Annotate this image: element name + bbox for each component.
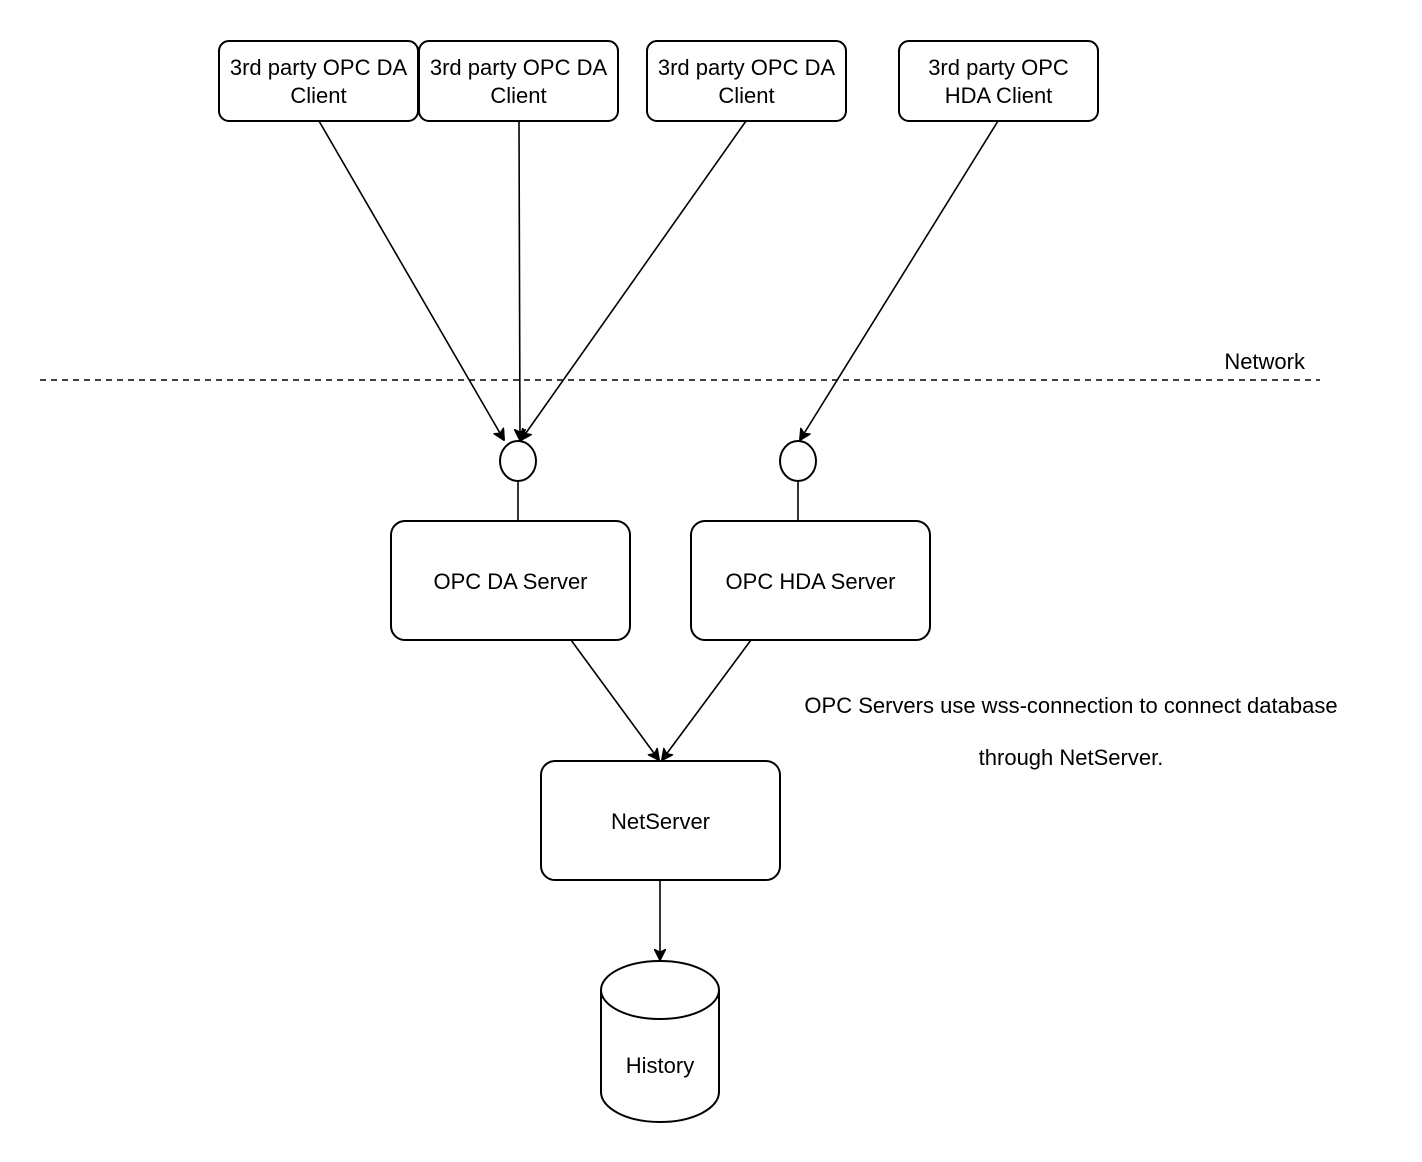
client-da-3: 3rd party OPC DA Client xyxy=(646,40,847,122)
client-hda-label-line1: 3rd party OPC xyxy=(928,55,1069,80)
opc-hda-server: OPC HDA Server xyxy=(690,520,931,641)
da-interface-port xyxy=(499,440,537,482)
client-hda-label-line2: HDA Client xyxy=(945,83,1053,108)
opc-hda-server-label: OPC HDA Server xyxy=(726,569,896,594)
client-da-2: 3rd party OPC DA Client xyxy=(418,40,619,122)
netserver-label: NetServer xyxy=(611,809,710,834)
client-da-1-label-line1: 3rd party OPC DA xyxy=(230,55,408,80)
edge-da-server-to-netserver xyxy=(570,639,659,760)
opc-da-server-label: OPC DA Server xyxy=(433,569,587,594)
netserver: NetServer xyxy=(540,760,781,881)
client-da-1-label-line2: Client xyxy=(290,83,346,108)
client-da-3-label-line1: 3rd party OPC DA xyxy=(658,55,836,80)
client-hda: 3rd party OPC HDA Client xyxy=(898,40,1099,122)
opc-da-server: OPC DA Server xyxy=(390,520,631,641)
hda-interface-port xyxy=(779,440,817,482)
edge-client1-to-da-interface xyxy=(318,120,504,440)
edge-client2-to-da-interface xyxy=(519,120,520,440)
edge-client3-to-da-interface xyxy=(521,120,747,440)
history-label: History xyxy=(626,1053,694,1078)
client-da-3-label-line2: Client xyxy=(718,83,774,108)
client-da-2-label-line2: Client xyxy=(490,83,546,108)
edge-client4-to-hda-interface xyxy=(800,120,999,440)
history-database: History xyxy=(600,960,720,1123)
note-line-1: OPC Servers use wss-connection to connec… xyxy=(804,693,1337,718)
edge-hda-server-to-netserver xyxy=(662,639,752,760)
client-da-1: 3rd party OPC DA Client xyxy=(218,40,419,122)
client-da-2-label-line1: 3rd party OPC DA xyxy=(430,55,608,80)
note-line-2: through NetServer. xyxy=(979,745,1164,770)
network-label: Network xyxy=(1224,349,1306,374)
